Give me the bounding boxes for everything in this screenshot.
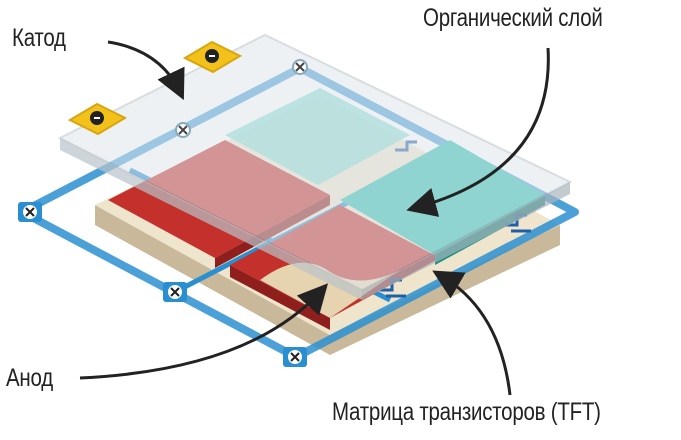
organic-layer-label: Органический слой <box>423 4 603 32</box>
plus-connectors <box>18 59 308 367</box>
cathode-glass <box>57 33 573 300</box>
organic-arrow <box>406 47 550 217</box>
minus-tab <box>67 102 128 136</box>
tft-matrix-label: Матрица транзисторов (TFT) <box>332 398 601 426</box>
anode-arrow <box>79 283 329 380</box>
anode-label: Анод <box>6 364 53 392</box>
cathode-label: Катод <box>12 24 66 52</box>
plus-icon <box>175 122 191 138</box>
plus-icon <box>163 282 187 302</box>
tft-arrow <box>432 270 512 396</box>
plus-icon <box>283 347 307 367</box>
pointer-arrows <box>79 40 550 396</box>
plus-icon <box>18 202 42 222</box>
minus-tab <box>182 40 243 74</box>
plus-icon <box>292 59 308 75</box>
cathode-arrow <box>107 40 185 101</box>
